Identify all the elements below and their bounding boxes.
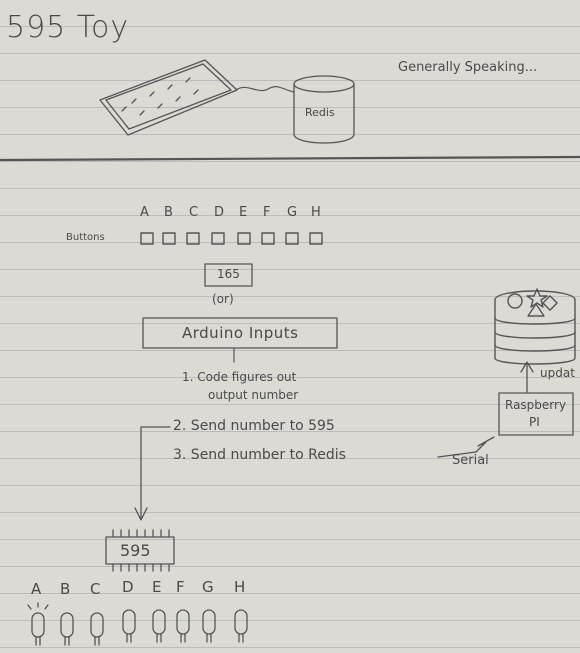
arrow-to-595 xyxy=(134,426,171,521)
connection-wire xyxy=(235,86,295,93)
updates-label: updat xyxy=(540,366,575,380)
redis-label: Redis xyxy=(305,106,335,119)
chip-165-box xyxy=(204,263,253,287)
input-letter: C xyxy=(189,205,199,220)
output-letter: F xyxy=(176,578,185,596)
step-1-line-1: 1. Code figures out xyxy=(182,370,297,384)
input-letter: H xyxy=(311,205,321,220)
input-letter: E xyxy=(239,205,248,220)
raspberry-pi-box xyxy=(498,392,574,436)
update-arrow xyxy=(520,361,534,393)
button-panel-sketch xyxy=(99,59,238,136)
output-letter: E xyxy=(152,578,162,596)
chip-595-label: 595 xyxy=(120,541,151,560)
arduino-label: Arduino Inputs xyxy=(182,324,299,342)
output-letter: A xyxy=(31,580,42,598)
input-letter: F xyxy=(263,205,271,220)
page-subtitle: Generally Speaking... xyxy=(398,60,538,75)
output-leds xyxy=(27,602,248,646)
output-letter: B xyxy=(60,580,71,598)
output-letter: C xyxy=(90,580,101,598)
redis-database-icon xyxy=(293,75,355,144)
input-letter: A xyxy=(140,205,149,220)
step-2: 2. Send number to 595 xyxy=(173,418,335,434)
input-letter: D xyxy=(214,205,225,220)
section-divider xyxy=(0,155,580,162)
serial-connection xyxy=(437,436,495,458)
output-letter: H xyxy=(234,578,246,596)
step-1-line-2: output number xyxy=(208,388,299,402)
raspberry-pi-label-line1: Raspberry xyxy=(505,398,567,412)
arduino-box xyxy=(142,317,338,349)
step-3: 3. Send number to Redis xyxy=(173,447,346,463)
or-label: (or) xyxy=(212,292,234,306)
chip-595-icon xyxy=(105,529,175,572)
input-letter: B xyxy=(164,205,173,220)
buttons-label: Buttons xyxy=(66,232,105,243)
page-title: 595 Toy xyxy=(6,10,130,45)
output-letter: D xyxy=(122,578,134,596)
output-letter: G xyxy=(202,578,214,596)
display-stack-icon xyxy=(494,288,576,365)
raspberry-pi-label-line2: PI xyxy=(529,415,540,429)
chip-165-label: 165 xyxy=(217,267,240,281)
input-letter: G xyxy=(287,205,298,220)
input-buttons xyxy=(140,232,323,245)
serial-label: Serial xyxy=(452,453,489,468)
